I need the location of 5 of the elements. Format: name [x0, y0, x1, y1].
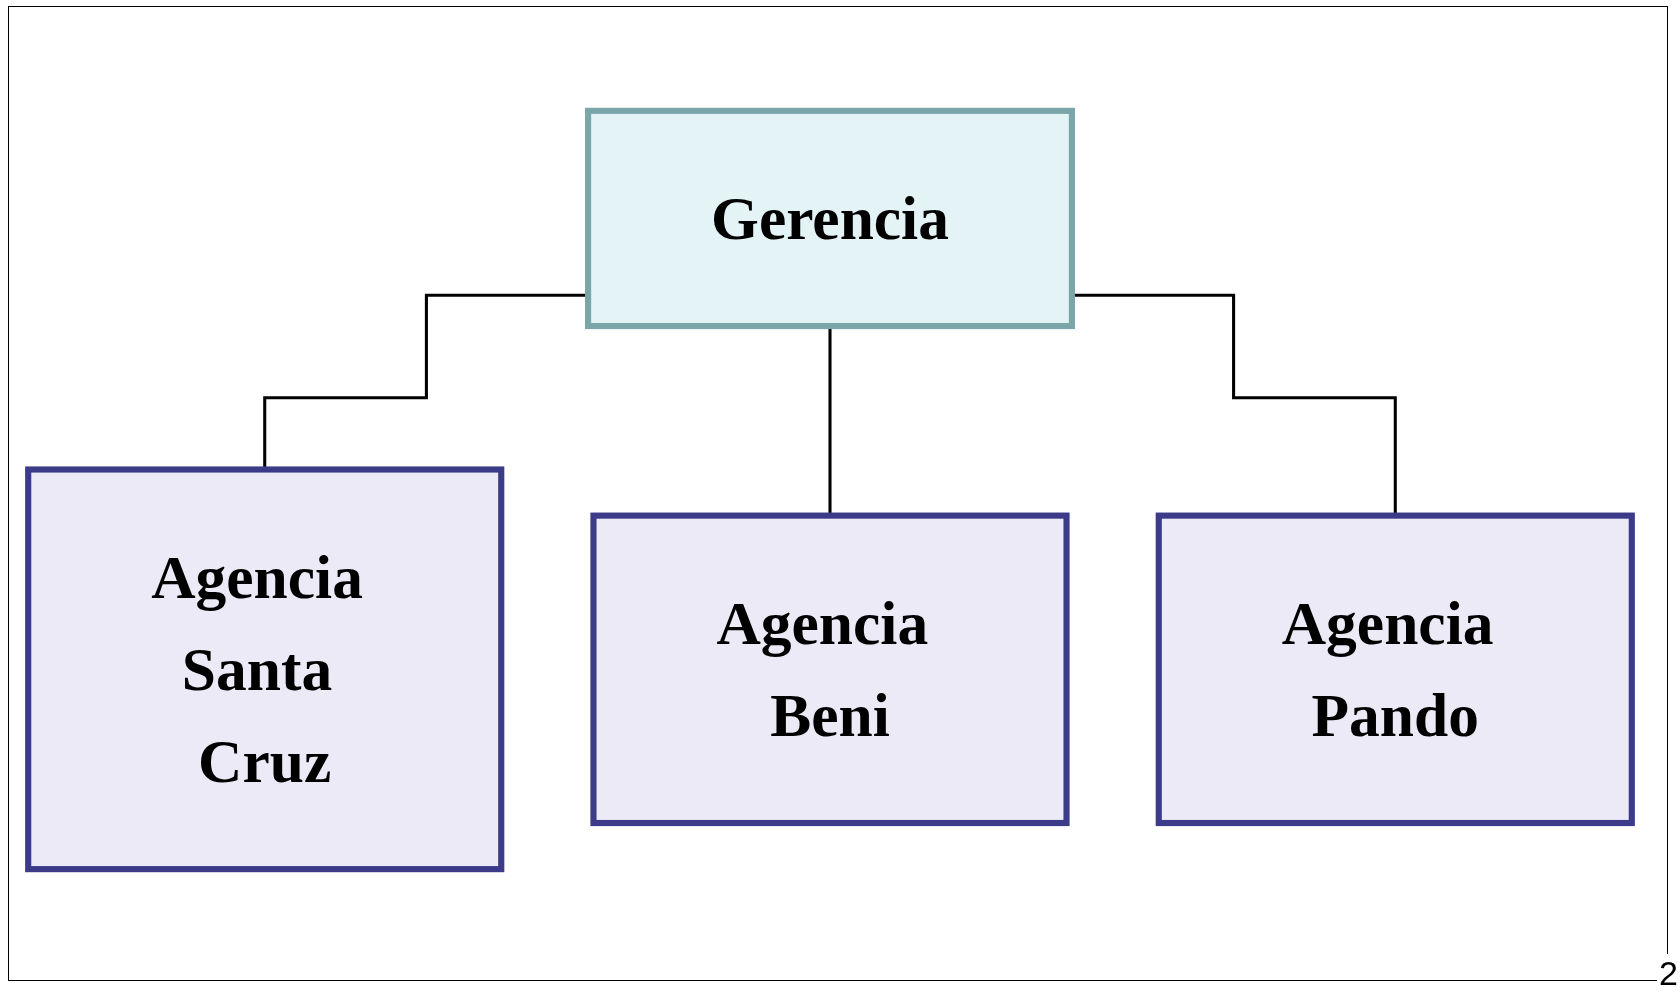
node-box: Agencia Pando: [1155, 512, 1635, 827]
node-box: Agencia Beni: [590, 512, 1070, 827]
page-number: 2: [1659, 954, 1678, 992]
node-box: Agencia Santa Cruz: [25, 466, 505, 873]
node-box: Gerencia: [585, 107, 1075, 330]
